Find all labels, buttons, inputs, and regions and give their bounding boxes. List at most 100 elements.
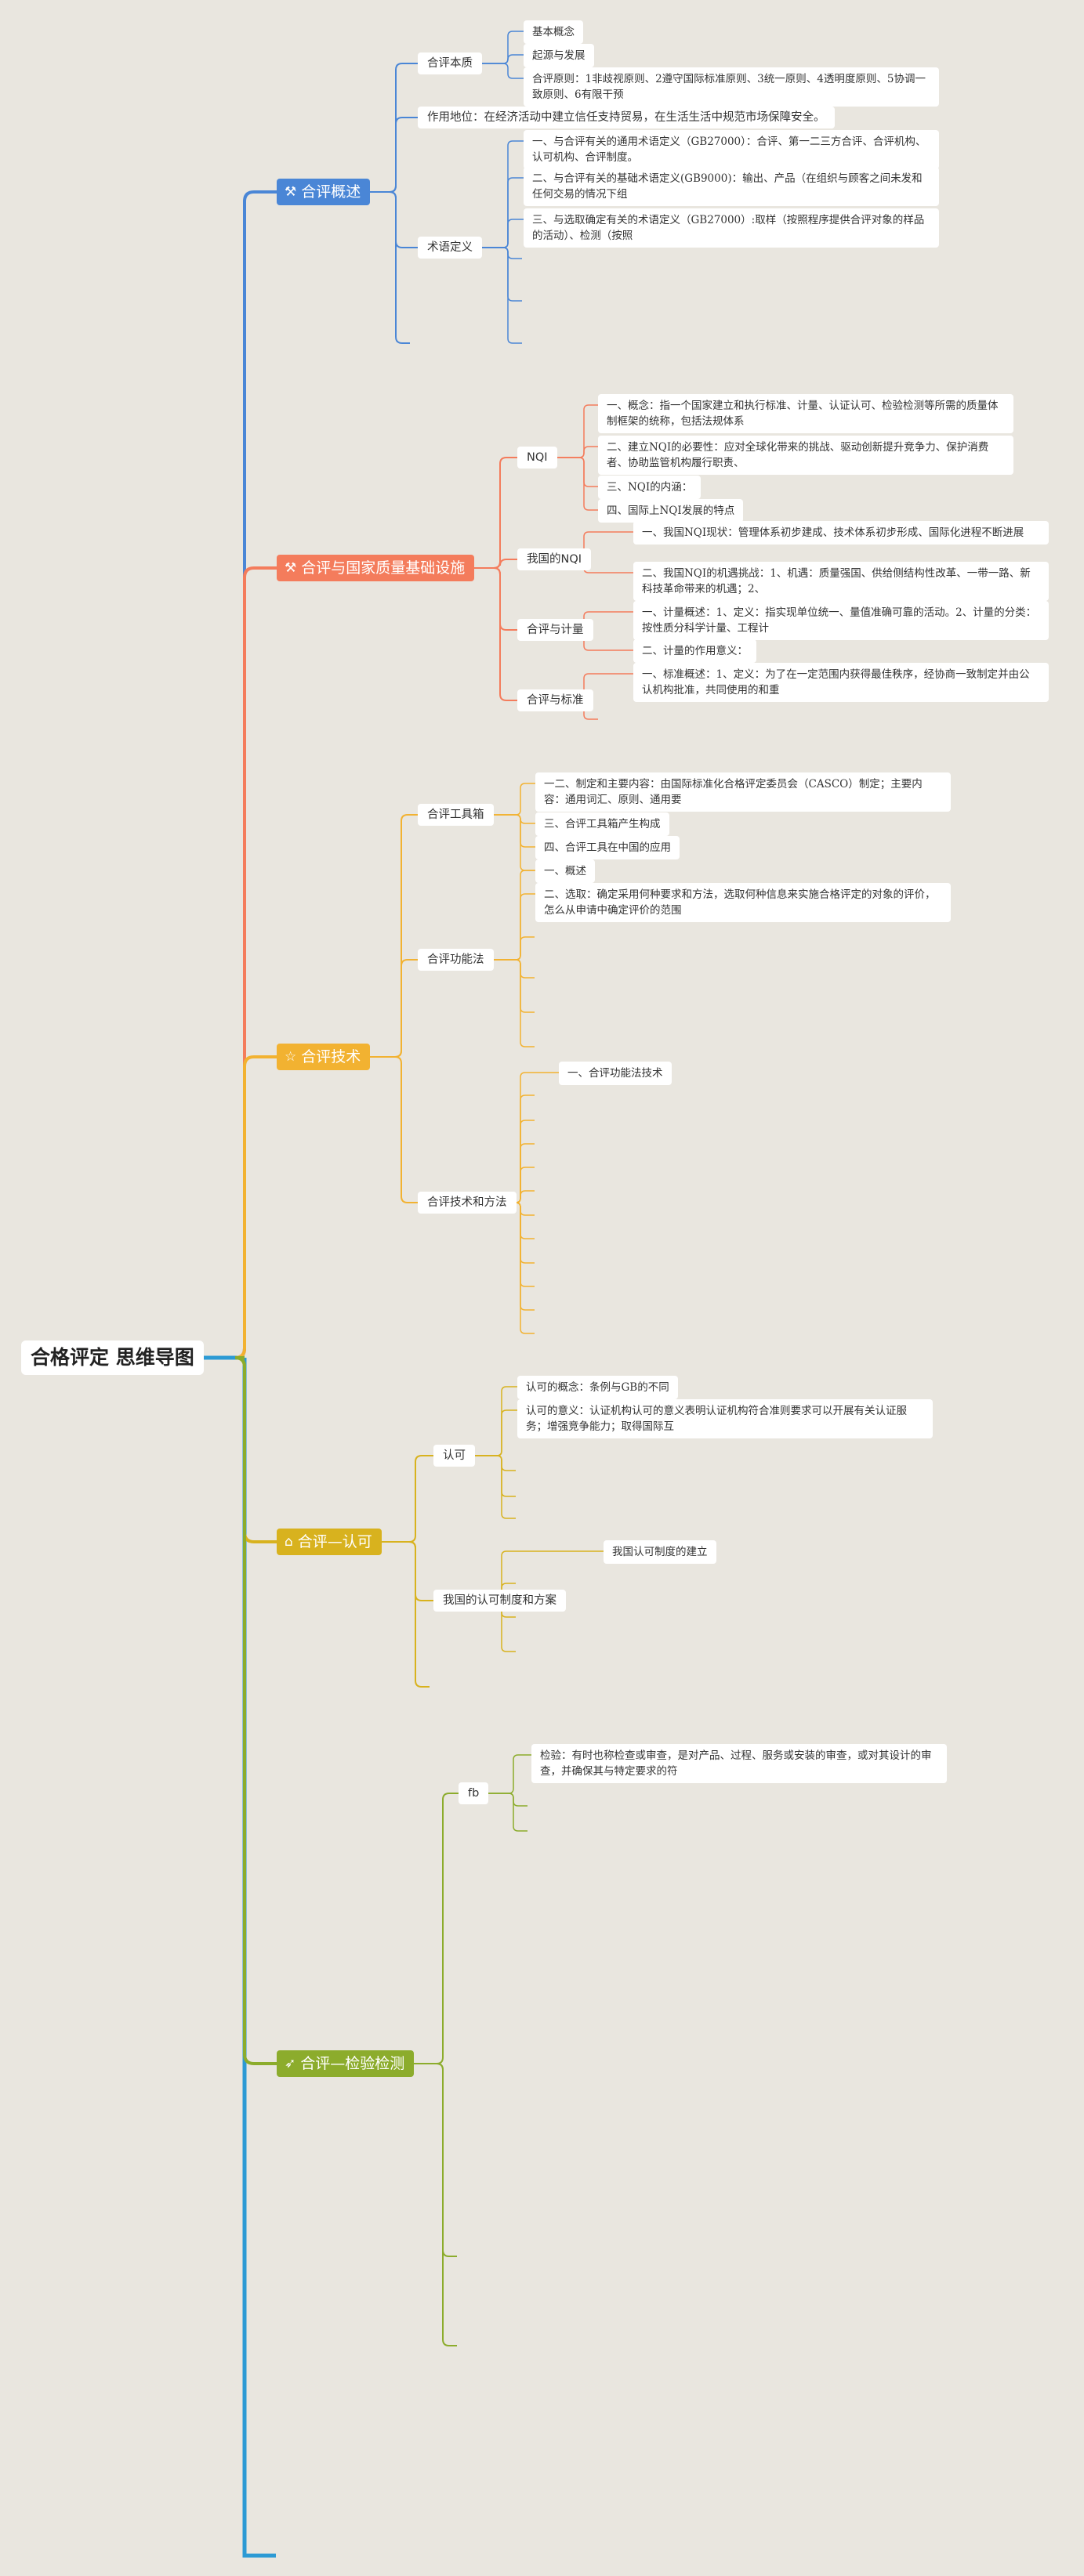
leaf-accreditation-concept[interactable]: 认可的概念：条例与GB的不同 [517,1376,678,1399]
branch-label: 合评—认可 [297,1533,372,1550]
subtopic-terms[interactable]: 术语定义 [418,237,482,259]
sub-leaf-link [494,893,535,961]
subtopic-toolbox[interactable]: 合评工具箱 [418,804,494,826]
sub-blank-link [494,959,535,979]
subtopic-techniques-methods[interactable]: 合评技术和方法 [418,1192,517,1214]
leaf-principles[interactable]: 合评原则：1非歧视原则、2遵守国际标准原则、3统一原则、4透明度原则、5协调一致… [524,67,939,107]
sub-leaf-link [482,54,524,64]
leaf-inspection-definition[interactable]: 检验：有时也称检查或审查，是对产品、过程、服务或安装的审查，或对其设计的审查，并… [531,1744,947,1783]
branch-sub-link [474,567,517,701]
branch-label: 合评概述 [301,183,361,201]
branch-technique[interactable]: ☆ 合评技术 [277,1044,371,1070]
sub-leaf-link [557,457,598,511]
leaf-standards-overview[interactable]: 一、标准概述：1、定义：为了在一定范围内获得最佳秩序，经协商一致制定并由公认机构… [633,663,1049,702]
leaf-toolbox-china[interactable]: 四、合评工具在中国的应用 [535,836,680,859]
star-icon: ☆ [285,1049,297,1065]
leaf-basic-concept[interactable]: 基本概念 [524,20,583,44]
sub-blank-link [482,247,522,259]
sub-blank-link [475,1455,516,1497]
branch-nqi[interactable]: ⚒ 合评与国家质量基础设施 [277,555,475,581]
sub-blank-link [494,936,535,961]
subtopic-nqi[interactable]: NQI [517,447,557,469]
sub-blank-link [515,1202,535,1239]
sub-blank-link [475,1455,516,1519]
sub-leaf-link [482,63,524,79]
sub-blank-link [475,1455,516,1471]
sub-leaf-link [482,177,524,248]
leaf-china-nqi-opportunity[interactable]: 二、我国NQI的机遇挑战：1、机遇：质量强国、供给侧结构性改革、一带一路、新科技… [633,562,1049,601]
leaf-metrology-role[interactable]: 二、计量的作用意义： [633,639,756,663]
leaf-china-nqi-status[interactable]: 一、我国NQI现状：管理体系初步建成、技术体系初步形成、国际化进程不断进展 [633,521,1049,545]
subtopic-china-accreditation[interactable]: 我国的认可制度和方案 [433,1590,566,1612]
subtopic-china-nqi[interactable]: 我国的NQI [517,548,592,570]
leaf-general-terms[interactable]: 一、与合评有关的通用术语定义（GB27000）：合评、第一二三方合评、合评机构、… [524,130,939,169]
root-node[interactable]: 合格评定 思维导图 [21,1340,204,1375]
sub-leaf-link [482,140,524,248]
branch-blank-link [382,1541,430,1688]
leaf-origin[interactable]: 起源与发展 [524,44,594,67]
leaf-china-accreditation-setup[interactable]: 我国认可制度的建立 [604,1540,716,1564]
home-icon: ⌂ [285,1534,293,1550]
subtopic-role[interactable]: 作用地位：在经济活动中建立信任支持贸易，在生活生活中规范市场保障安全。 [418,107,835,128]
sub-leaf-link [557,446,598,458]
sub-leaf-link [475,1409,517,1456]
trunk-branch-link [234,1356,277,1543]
branch-sub-link [370,117,418,193]
branch-sub-link [414,1793,459,2064]
sub-leaf-link [488,1754,531,1794]
sub-leaf-link [482,219,524,248]
leaf-toolbox-content[interactable]: 一二、制定和主要内容：由国际标准化合格评定委员会（CASCO）制定；主要内容：通… [535,772,951,812]
sub-leaf-link [515,1072,559,1203]
sub-blank-link [515,1202,535,1264]
branch-label: 合评—检验检测 [300,2055,405,2072]
sub-blank-link [482,247,522,302]
wrench-icon: ⚒ [285,560,297,576]
leaf-nqi-features[interactable]: 四、国际上NQI发展的特点 [598,499,744,523]
branch-sub-link [474,567,517,631]
leaf-nqi-necessity[interactable]: 二、建立NQI的必要性：应对全球化带来的挑战、驱动创新提升竞争力、保护消费者、协… [598,436,1013,475]
trunk-branch-link [234,190,277,1359]
subtopic-metrology[interactable]: 合评与计量 [517,619,593,641]
branch-sub-link [474,559,517,569]
branch-sub-link [370,63,418,193]
leaf-nqi-concept[interactable]: 一、概念：指一个国家建立和执行标准、计量、认证认可、检验检测等所需的质量体制框架… [598,394,1013,433]
branch-overview[interactable]: ⚒ 合评概述 [277,179,371,205]
trunk-tail [242,1358,276,2558]
branch-sub-link [382,1541,433,1601]
leaf-functional-technique[interactable]: 一、合评功能法技术 [559,1062,672,1085]
sub-blank-link [488,1793,527,1807]
branch-blank-link [370,191,410,344]
sub-blank-link [515,1094,535,1203]
branch-label: 合评与国家质量基础设施 [301,559,466,577]
sub-blank-link [488,1793,527,1832]
trunk-branch-link [234,566,277,1359]
leaf-nqi-content[interactable]: 三、NQI的内涵： [598,476,702,499]
leaf-functional-selection[interactable]: 二、选取：确定采用何种要求和方法，选取何种信息来实施合格评定的对象的评价，怎么从… [535,883,951,922]
subtopic-functional-approach[interactable]: 合评功能法 [418,949,494,971]
subtopic-fb[interactable]: fb [459,1782,489,1804]
branch-label: 合评技术 [301,1048,361,1065]
branch-sub-link [370,959,418,1058]
sub-blank-link [515,1167,535,1203]
leaf-metrology-overview[interactable]: 一、计量概述：1、定义：指实现单位统一、量值准确可靠的活动。2、计量的分类：按性… [633,601,1049,640]
sub-blank-link [482,247,522,344]
branch-inspection[interactable]: ➶ 合评—检验检测 [277,2050,415,2077]
subtopic-essence[interactable]: 合评本质 [418,52,482,74]
sub-blank-link [515,1143,535,1203]
leaf-basic-terms[interactable]: 二、与合评有关的基础术语定义(GB9000)：输出、产品（在组织与顾客之间未发和… [524,167,939,206]
sub-blank-link [515,1190,535,1203]
leaf-accreditation-meaning[interactable]: 认可的意义：认证机构认可的意义表明认证机构符合准则要求可以开展有关认证服务；增强… [517,1399,933,1438]
sub-leaf-link [494,814,535,824]
branch-blank-link [414,2063,457,2346]
leaf-toolbox-origin[interactable]: 三、合评工具箱产生构成 [535,812,669,836]
sub-blank-link [494,959,535,1047]
leaf-selection-terms[interactable]: 三、与选取确定有关的术语定义（GB27000）:取样（按照程序提供合评对象的样品… [524,208,939,248]
sub-blank-link [515,1202,535,1311]
branch-sub-link [370,1056,418,1203]
subtopic-standards[interactable]: 合评与标准 [517,689,593,711]
subtopic-accreditation[interactable]: 认可 [433,1445,475,1467]
branch-accreditation[interactable]: ⌂ 合评—认可 [277,1529,382,1555]
leaf-functional-overview[interactable]: 一、概述 [535,859,595,883]
sub-blank-link [515,1202,535,1334]
